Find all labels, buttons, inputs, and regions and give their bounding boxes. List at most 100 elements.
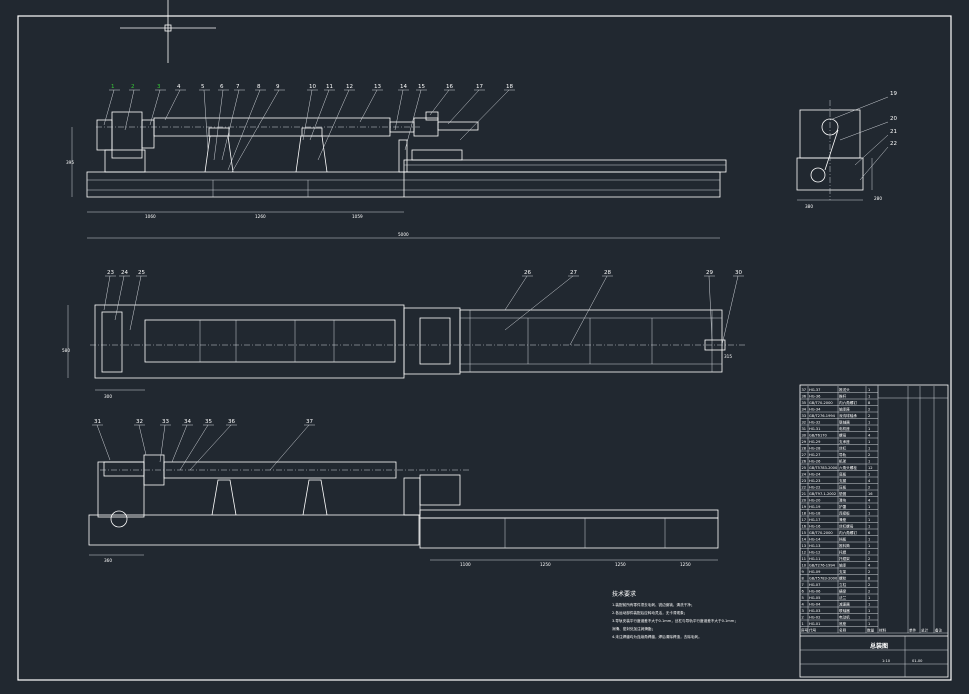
leader-line [429,89,450,116]
bom-cell-name: 内六角螺钉 [839,400,857,405]
bom-cell-no: 26 [802,460,807,464]
notes-line-5: 4.未注焊缝均为连续角焊缝，焊后清除焊渣，去除毛刺。 [612,634,702,639]
bom-cell-qty: 2 [868,486,870,490]
leader-line [854,134,889,166]
bom-cell-name: 推送头 [839,387,850,392]
balloon-18: 18 [506,84,513,90]
dim-seg-1: 1060 [145,214,156,219]
bom-cell-code: HG-26 [809,460,821,464]
bom-cell-code: HG-27 [809,453,820,457]
balloon-16: 16 [446,84,453,90]
bom-cell-no: 27 [802,453,807,457]
bom-cell-name: 支腿 [839,478,847,483]
bom-cell-no: 23 [802,479,807,483]
balloon-30: 30 [735,270,742,276]
bom-cell-code: HG-16 [809,525,821,529]
leader-line [149,89,161,126]
bom-cell-qty: 1 [868,505,870,509]
bom-cell-qty: 2 [868,453,870,457]
bom-cell-no: 32 [802,421,807,425]
balloon-26: 26 [524,270,531,276]
bom-cell-code: HG-23 [809,479,820,483]
dim-seg-2: 1260 [255,214,266,219]
bom-header-cell: 序号 [801,628,809,633]
bom-cell-name: 滑座 [839,517,847,522]
balloon-1: 1 [111,84,115,90]
bom-cell-code: GB/T5783-2000 [809,466,838,470]
leader-line [221,89,240,161]
balloon-17: 17 [476,84,483,90]
bom-cell-qty: 1 [868,421,870,425]
balloon-11: 11 [326,84,333,90]
leader-line [394,89,404,131]
bom-cell-no: 19 [802,505,807,509]
leader-line [309,89,330,141]
balloon-10: 10 [309,84,316,90]
leader-line [859,146,889,181]
bom-cell-name: 连接板 [839,511,850,516]
leader-line [213,89,224,161]
bom-cell-no: 10 [802,564,807,568]
balloon-6: 6 [220,84,224,90]
balloon-29: 29 [706,270,713,276]
bom-cell-name: 电动机 [839,615,850,620]
balloon-3: 3 [157,84,161,90]
balloon-31: 31 [94,419,101,425]
bom-cell-qty: 1 [868,395,870,399]
bom-cell-name: 联轴器 [839,420,850,425]
bom-cell-qty: 2 [868,414,870,418]
bom-cell-name: 轴承座 [839,407,850,412]
bom-cell-name: 螺栓 [839,576,847,581]
bom-cell-name: 减速器 [839,602,850,607]
leader-line [569,275,608,346]
bom-cell-no: 22 [802,486,807,490]
dim-front2-seg-3: 1250 [615,562,626,567]
balloon-2: 2 [131,84,135,90]
leader-line [124,89,135,131]
leader-line [159,424,166,463]
bom-cell-name: 垫圈 [839,491,847,496]
bom-cell-code: HG-24 [809,473,821,477]
bom-cell-qty: 4 [868,499,871,503]
leader-line [504,275,574,331]
bom-cell-name: 法兰 [839,595,847,600]
leader-line [302,89,313,141]
leader-line [189,424,232,471]
bom-cell-qty: 1 [868,525,870,529]
bom-cell-code: HG-13 [809,544,820,548]
bom-cell-code: GB/T276-1994 [809,414,836,418]
bom-cell-code: HG-36 [809,395,821,399]
title-block-name: 总装图 [870,642,888,650]
balloon-14: 14 [400,84,407,90]
bom-cell-name: 螺母 [839,433,847,438]
bom-cell-name: 轴承 [839,563,847,568]
bom-cell-qty: 2 [868,570,870,574]
balloon-20: 20 [890,116,897,122]
bom-cell-no: 1 [802,622,804,626]
bom-cell-name: 推杆 [839,394,847,399]
bom-cell-name: 底座 [839,621,847,626]
bom-cell-name: 深沟球轴承 [839,413,857,418]
side-view: 380 280 [796,100,882,209]
bom-cell-no: 24 [802,473,807,477]
balloon-37: 37 [306,419,313,425]
bom-cell-name: 托辊 [839,550,847,555]
bom-cell-no: 3 [802,609,804,613]
bom-cell-name: 推料筒 [839,543,850,548]
bom-cell-no: 16 [802,525,807,529]
bom-cell-no: 6 [802,590,805,594]
bom-cell-no: 9 [802,570,805,574]
bom-cell-code: HG-29 [809,440,821,444]
leader-line [171,424,188,463]
bom-cell-qty: 1 [868,538,870,542]
bom-cell-qty: 1 [868,596,870,600]
bom-cell-code: HG-34 [809,408,821,412]
notes-line-3: 3.导轨安装平行度误差不大于0.1mm，丝杠与导轨平行度误差不大于0.1mm； [612,618,738,623]
bom-cell-no: 20 [802,499,807,503]
balloon-35: 35 [205,419,212,425]
bom-cell-qty: 2 [868,557,870,561]
dim-side-bottom: 380 [805,204,813,209]
